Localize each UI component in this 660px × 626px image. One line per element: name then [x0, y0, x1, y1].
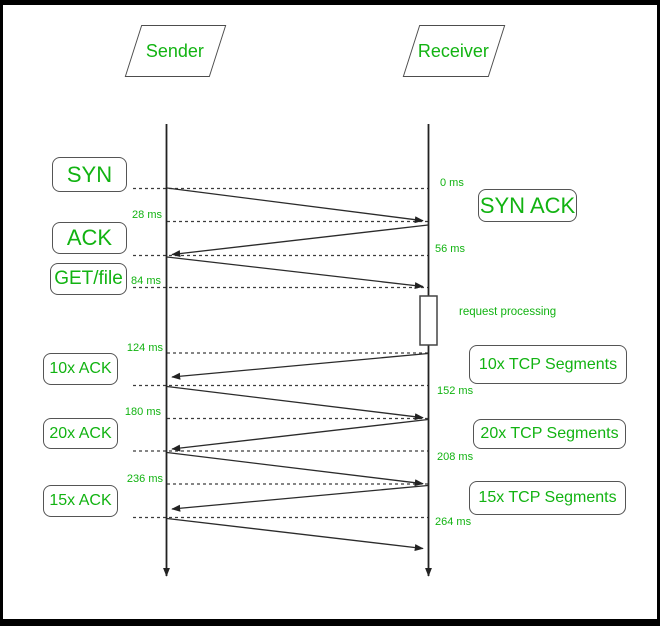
message-box-ack: ACK [52, 222, 127, 254]
time-label-180ms: 180 ms [124, 406, 161, 418]
message-box-10x-ack: 10x ACK [43, 353, 118, 385]
arrow-syn-ack [171, 224, 429, 258]
message-box-15x-ack: 15x ACK [43, 485, 118, 517]
time-label-236ms: 236 ms [126, 473, 163, 485]
time-label-264ms: 264 ms [435, 516, 472, 528]
time-label-56ms: 56 ms [435, 243, 465, 255]
arrow-20x-segments [171, 418, 429, 452]
time-label-208ms: 208 ms [437, 451, 474, 463]
time-label-152ms: 152 ms [437, 385, 474, 397]
actor-receiver-label: Receiver [418, 40, 490, 61]
message-arrows [166, 187, 429, 552]
message-box-20x-ack: 20x ACK [43, 418, 118, 449]
actor-sender: Sender [124, 25, 227, 77]
arrow-15x-segments [171, 484, 429, 512]
activation-box [419, 295, 438, 346]
message-box-10x-tcp-segments: 10x TCP Segments [469, 345, 627, 384]
actor-receiver: Receiver [402, 25, 506, 77]
message-box-syn: SYN [52, 157, 127, 192]
message-box-20x-tcp-segments: 20x TCP Segments [473, 419, 626, 449]
message-box-syn-ack: SYN ACK [478, 189, 577, 222]
request-processing-note: request processing [459, 306, 557, 318]
time-label-84ms: 84 ms [131, 275, 161, 287]
time-label-124ms: 124 ms [126, 342, 163, 354]
time-label-28ms: 28 ms [132, 209, 162, 221]
arrow-ack-get [166, 256, 424, 290]
arrow-10x-ack [166, 385, 424, 421]
arrow-20x-ack [166, 451, 424, 487]
lifelines [163, 124, 432, 577]
time-gridlines [133, 187, 428, 519]
arrow-syn [166, 187, 424, 224]
time-label-0ms: 0 ms [440, 177, 464, 189]
arrow-15x-ack [166, 517, 424, 552]
message-box-get-file: GET/file [50, 263, 127, 295]
message-box-15x-tcp-segments: 15x TCP Segments [469, 481, 626, 515]
arrow-10x-segments [171, 352, 429, 380]
actor-sender-label: Sender [146, 40, 205, 61]
